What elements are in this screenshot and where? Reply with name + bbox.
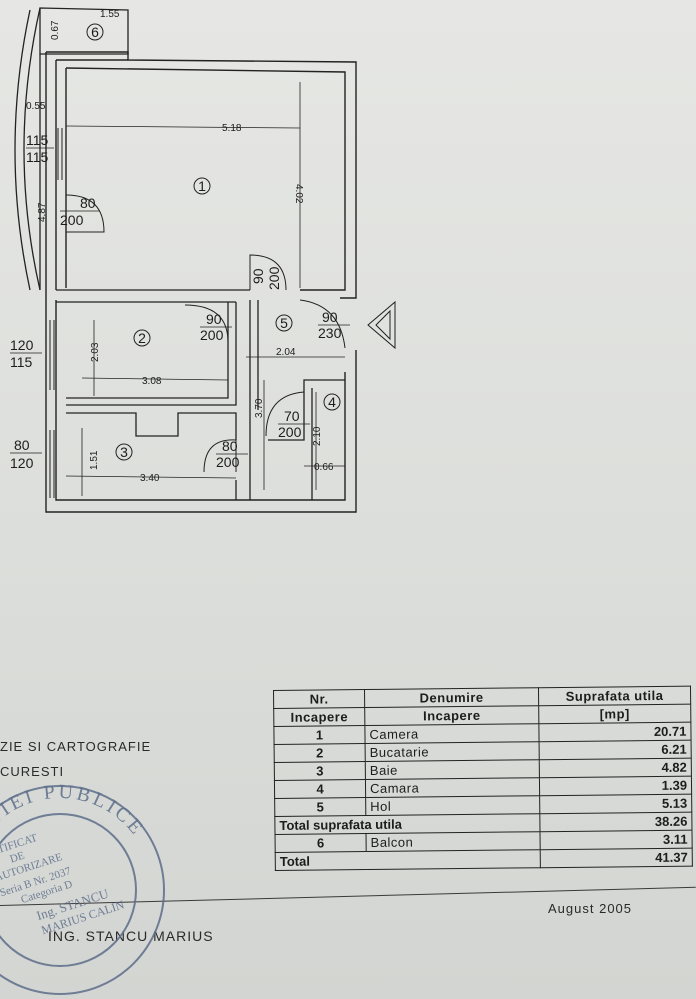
agency-line-2: CURESTI — [0, 764, 65, 779]
area-table: Nr. Denumire Suprafata utila Incapere In… — [273, 686, 693, 871]
header-nr: Nr. — [273, 689, 365, 709]
door-room1-top: 90 — [250, 268, 266, 284]
dim-balcony-top: 1.55 — [100, 9, 120, 20]
dim-room4-width: 0.66 — [314, 462, 334, 473]
dim-room3-width: 3.40 — [140, 473, 160, 484]
row-area: 3.11 — [539, 830, 693, 850]
row-nr: 2 — [274, 743, 366, 763]
total-label: Total — [275, 849, 541, 871]
opening-labels: 115 115 80 200 120 115 80 120 90 200 90 … — [10, 132, 350, 471]
windows — [45, 128, 67, 498]
total-row: Total 41.37 — [275, 848, 693, 871]
row-nr: 4 — [274, 779, 366, 799]
dim-room3-depth: 1.51 — [89, 450, 100, 470]
doors — [65, 194, 346, 473]
room-1-label: 1 — [198, 178, 206, 194]
door-room3-top: 80 — [222, 438, 238, 454]
dim-balcony-depth: 0.67 — [50, 20, 61, 40]
total-area: 41.37 — [540, 848, 693, 868]
door-room2-top: 90 — [206, 311, 222, 327]
win-room2-top: 120 — [10, 337, 34, 353]
door-room4-bottom: 200 — [278, 424, 302, 440]
door-room3-bottom: 200 — [216, 454, 240, 470]
win-balcony-top: 115 — [26, 132, 49, 148]
entrance-marker-icon — [367, 300, 396, 350]
door-room1-bottom: 200 — [266, 266, 282, 290]
date-text: August 2005 — [548, 901, 633, 916]
win-room3-bottom: 120 — [10, 455, 34, 471]
row-area: 4.82 — [539, 758, 692, 778]
door-balcony-top: 80 — [80, 195, 96, 211]
header-area-2: [mp] — [538, 704, 691, 724]
row-name: Camera — [364, 723, 540, 744]
row-area: 1.39 — [539, 776, 692, 796]
room-5-label: 5 — [280, 315, 288, 331]
row-name: Camara — [365, 777, 540, 798]
header-nr-2: Incapere — [273, 707, 365, 727]
stamp-line: DE — [8, 850, 26, 866]
win-room3-top: 80 — [14, 437, 30, 453]
dim-balcony-length: 4.87 — [37, 202, 48, 222]
room-2-label: 2 — [138, 330, 146, 346]
row-nr: 3 — [274, 761, 366, 781]
row-area: 6.21 — [539, 740, 692, 760]
room-4-label: 4 — [328, 394, 336, 410]
door-balcony-bottom: 200 — [60, 212, 84, 228]
dim-room1-width: 5.18 — [222, 123, 242, 134]
dim-room2-depth: 2.03 — [90, 342, 101, 362]
dim-room4-depth: 2.10 — [312, 426, 323, 446]
official-stamp: ISTRATIEI PUBLICE ERTIFICAT DE AUTORIZAR… — [0, 781, 165, 995]
dim-room2-width: 3.08 — [142, 376, 162, 387]
dim-room1-depth: 4.02 — [293, 184, 304, 204]
interior-walls — [56, 289, 345, 500]
room-3-label: 3 — [120, 444, 128, 460]
dim-balcony-end: 0.55 — [26, 101, 46, 112]
door-room4-top: 70 — [284, 408, 300, 424]
agency-line-1: ZIE SI CARTOGRAFIE — [0, 739, 152, 754]
row-nr: 5 — [274, 797, 366, 817]
dim-hall-width: 2.04 — [276, 347, 296, 358]
subtotal-area: 38.26 — [539, 812, 692, 832]
row-area: 20.71 — [538, 722, 692, 742]
door-entry-bottom: 230 — [318, 325, 342, 341]
row-area: 5.13 — [539, 794, 692, 814]
row-name: Bucatarie — [365, 741, 540, 762]
door-entry-top: 90 — [322, 309, 338, 325]
win-room2-bottom: 115 — [10, 354, 33, 370]
room-6-label: 6 — [91, 24, 99, 40]
header-area: Suprafata utila — [538, 686, 691, 706]
engineer-name: ING. STANCU MARIUS — [48, 928, 214, 944]
row-name: Baie — [365, 759, 540, 780]
row-name: Balcon — [366, 831, 541, 852]
row-nr: 6 — [275, 833, 367, 853]
header-name-2: Incapere — [364, 705, 539, 726]
room-circles — [86, 23, 341, 461]
row-nr: 1 — [273, 725, 366, 745]
row-name: Hol — [365, 795, 540, 816]
door-room2-bottom: 200 — [200, 327, 224, 343]
win-balcony-bottom: 115 — [26, 149, 49, 165]
dim-hall-length: 3.70 — [254, 398, 265, 418]
header-name: Denumire — [364, 687, 539, 708]
balcony-outline — [14, 7, 129, 291]
dimension-lines — [65, 82, 345, 496]
outer-walls — [45, 51, 357, 513]
